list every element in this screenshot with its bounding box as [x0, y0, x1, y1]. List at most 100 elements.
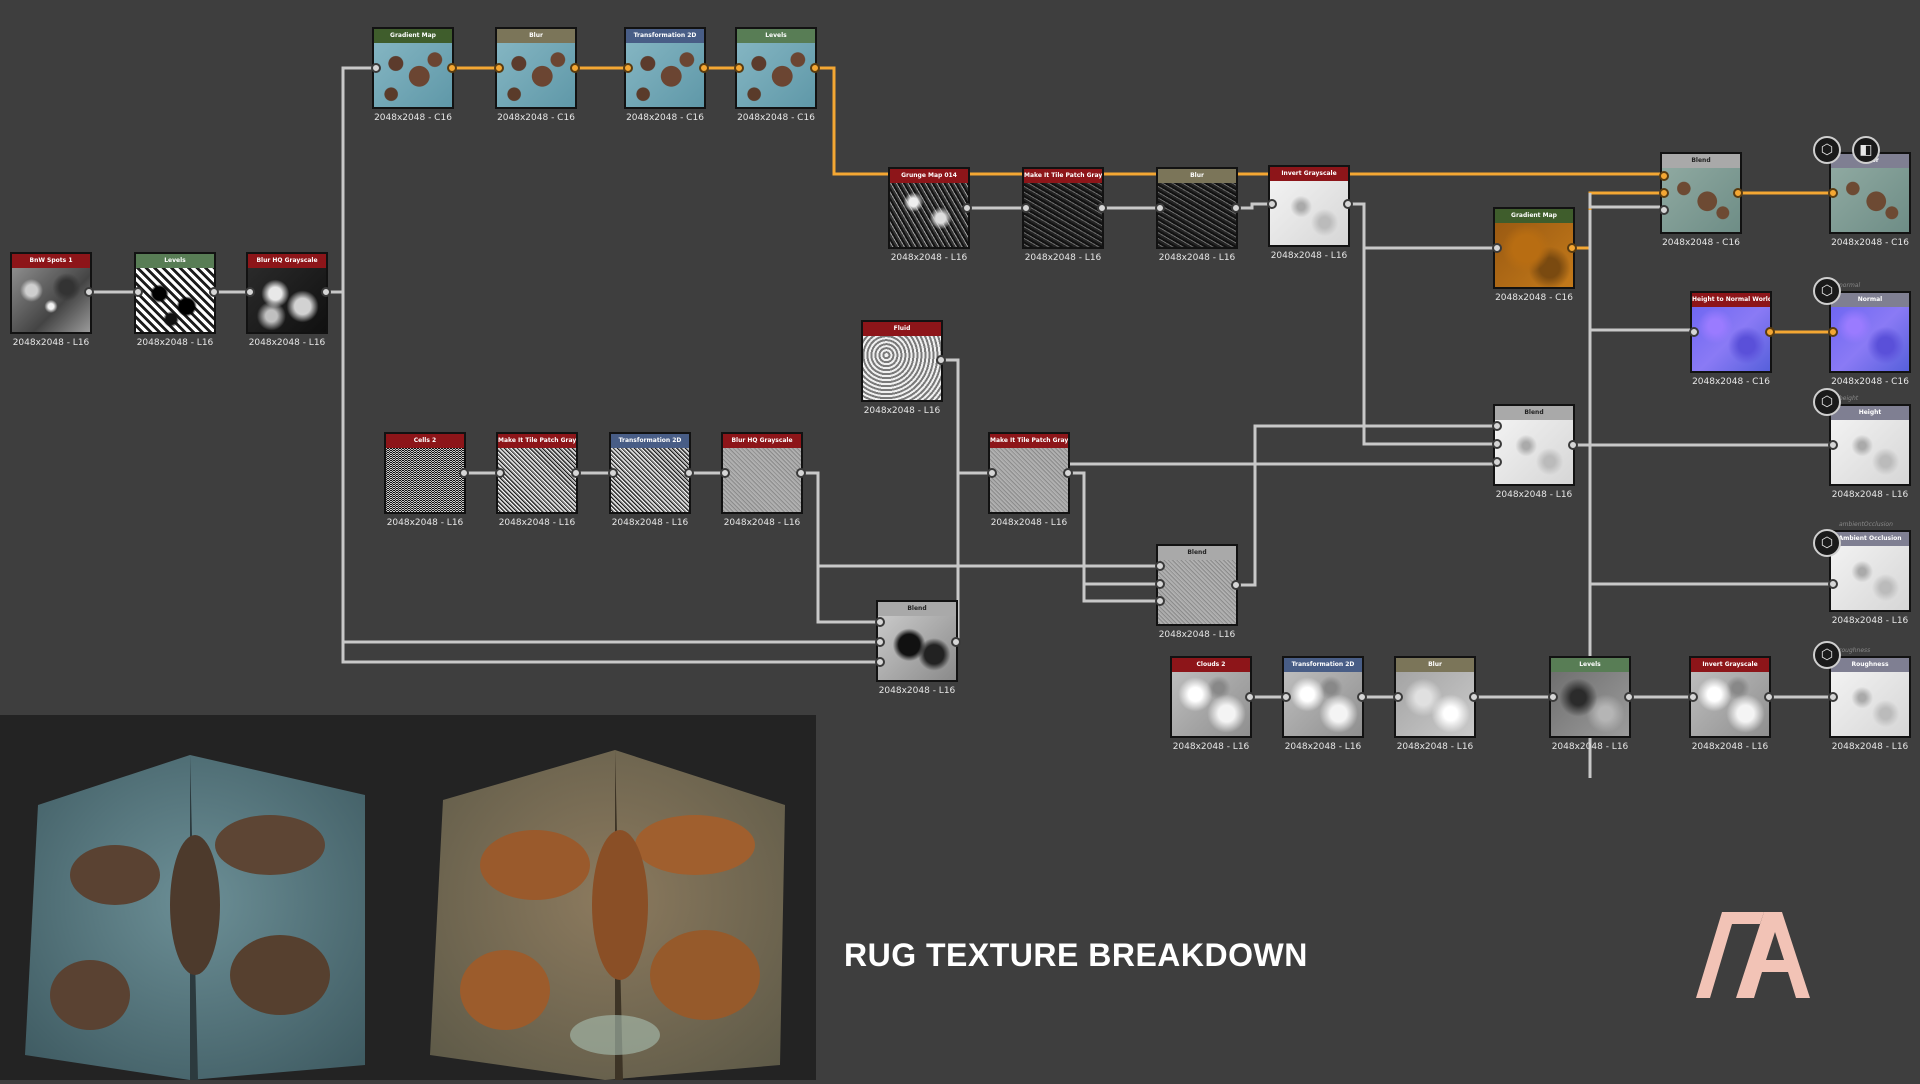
- active-port[interactable]: [1828, 327, 1838, 337]
- port[interactable]: [1097, 203, 1107, 213]
- port[interactable]: [1828, 579, 1838, 589]
- port[interactable]: [1357, 692, 1367, 702]
- active-port[interactable]: [1765, 327, 1775, 337]
- port[interactable]: [1688, 692, 1698, 702]
- port[interactable]: [1245, 692, 1255, 702]
- port[interactable]: [684, 468, 694, 478]
- cube-view-icon[interactable]: ⬡: [1813, 136, 1841, 164]
- port[interactable]: [321, 287, 331, 297]
- active-port[interactable]: [623, 63, 633, 73]
- port[interactable]: [459, 468, 469, 478]
- port[interactable]: [1828, 440, 1838, 450]
- port[interactable]: [1469, 692, 1479, 702]
- port[interactable]: [495, 468, 505, 478]
- port[interactable]: [371, 63, 381, 73]
- connection-wire[interactable]: [1068, 471, 1160, 586]
- port[interactable]: [1548, 692, 1558, 702]
- port[interactable]: [936, 355, 946, 365]
- port[interactable]: [987, 468, 997, 478]
- port[interactable]: [875, 657, 885, 667]
- port[interactable]: [1063, 468, 1073, 478]
- port[interactable]: [1231, 203, 1241, 213]
- active-port[interactable]: [699, 63, 709, 73]
- port[interactable]: [1624, 692, 1634, 702]
- active-port[interactable]: [570, 63, 580, 73]
- port[interactable]: [1267, 199, 1277, 209]
- connection-wire[interactable]: [941, 358, 992, 475]
- port[interactable]: [1828, 692, 1838, 702]
- node-out-color[interactable]: Color2048x2048 - C16: [1829, 152, 1911, 248]
- active-port[interactable]: [494, 63, 504, 73]
- connection-wire[interactable]: [801, 471, 1160, 568]
- active-port[interactable]: [1659, 171, 1669, 181]
- active-port[interactable]: [1567, 243, 1577, 253]
- port[interactable]: [608, 468, 618, 478]
- port[interactable]: [1155, 579, 1165, 589]
- connection-wire[interactable]: [1572, 191, 1664, 250]
- connection-wire[interactable]: [816, 566, 880, 624]
- port[interactable]: [875, 637, 885, 647]
- port[interactable]: [571, 468, 581, 478]
- port[interactable]: [1492, 457, 1502, 467]
- connection-wire[interactable]: [1588, 193, 1664, 209]
- port[interactable]: [1492, 243, 1502, 253]
- connection-wire[interactable]: [1348, 202, 1497, 250]
- port[interactable]: [875, 617, 885, 627]
- connection-wire[interactable]: [326, 66, 376, 294]
- port[interactable]: [1659, 205, 1669, 215]
- port[interactable]: [1281, 692, 1291, 702]
- checker-view-icon[interactable]: ◧: [1852, 136, 1880, 164]
- node-mittile-b[interactable]: Make It Tile Patch Gray...2048x2048 - L1…: [496, 432, 578, 528]
- connection-wire[interactable]: [1362, 248, 1497, 446]
- active-port[interactable]: [1733, 188, 1743, 198]
- port[interactable]: [133, 287, 143, 297]
- port[interactable]: [1155, 203, 1165, 213]
- active-port[interactable]: [1659, 188, 1669, 198]
- connection-wire[interactable]: [1236, 202, 1272, 210]
- port[interactable]: [1492, 439, 1502, 449]
- port[interactable]: [951, 637, 961, 647]
- port[interactable]: [245, 287, 255, 297]
- port[interactable]: [1021, 203, 1031, 213]
- connection-wire[interactable]: [1082, 584, 1160, 603]
- port[interactable]: [796, 468, 806, 478]
- port[interactable]: [84, 287, 94, 297]
- cube-view-icon[interactable]: ⬡: [1813, 529, 1841, 557]
- connection-wire[interactable]: [1236, 424, 1497, 587]
- port[interactable]: [1492, 421, 1502, 431]
- port[interactable]: [1393, 692, 1403, 702]
- active-port[interactable]: [810, 63, 820, 73]
- port[interactable]: [1689, 327, 1699, 337]
- active-port[interactable]: [734, 63, 744, 73]
- port[interactable]: [209, 287, 219, 297]
- port[interactable]: [1764, 692, 1774, 702]
- connection-wire[interactable]: [341, 642, 880, 664]
- cube-view-icon[interactable]: ⬡: [1813, 277, 1841, 305]
- active-port[interactable]: [1828, 188, 1838, 198]
- port[interactable]: [1568, 440, 1578, 450]
- port[interactable]: [720, 468, 730, 478]
